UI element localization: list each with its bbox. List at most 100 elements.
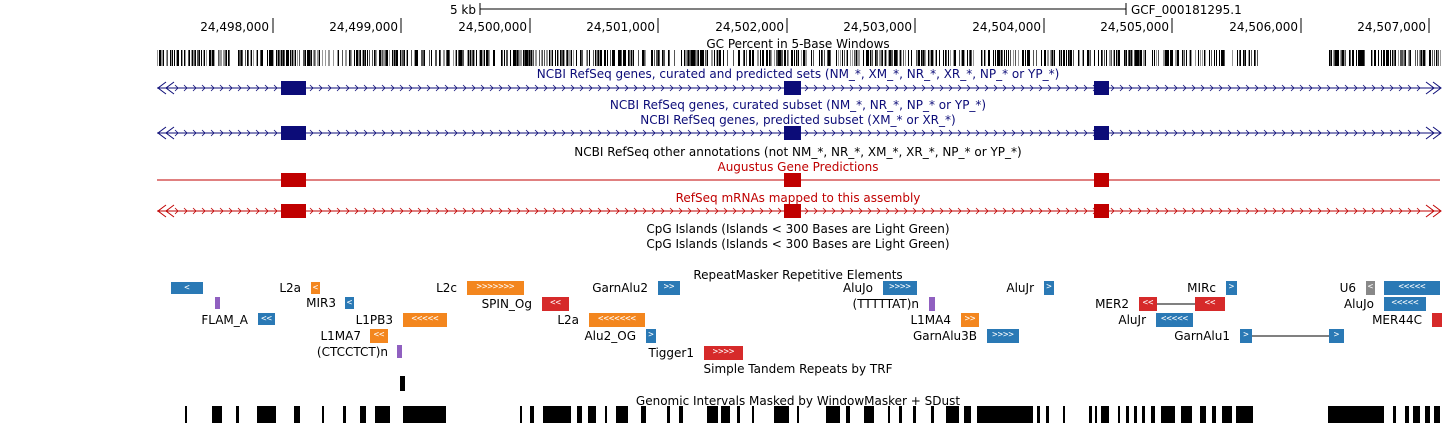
repeat-element[interactable]: <<<<<<< (589, 313, 645, 327)
repeat-label[interactable]: L1PB3 (355, 313, 393, 327)
repeat-element[interactable] (1432, 313, 1442, 327)
repeat-label[interactable]: AluJr (1006, 281, 1034, 295)
repeat-label[interactable]: L2a (557, 313, 579, 327)
repeat-label[interactable]: (TTTTTAT)n (852, 297, 919, 311)
masked-interval (752, 406, 754, 423)
gc-bar (358, 50, 359, 66)
track-title-refseq-all[interactable]: NCBI RefSeq genes, curated and predicted… (536, 67, 1060, 81)
strand-arrow (309, 207, 314, 215)
repeat-element[interactable]: << (1195, 297, 1225, 311)
repeat-element[interactable]: > (1226, 281, 1237, 295)
repeat-element[interactable]: <<<<< (403, 313, 447, 327)
repeat-label[interactable]: FLAM_A (201, 313, 248, 327)
repeat-label[interactable]: L2a (279, 281, 301, 295)
repeat-element[interactable]: >> (658, 281, 680, 295)
repeat-element[interactable]: < (1366, 281, 1375, 295)
gc-bar (1156, 50, 1157, 66)
gc-bar (738, 50, 739, 66)
gc-bar (796, 50, 797, 66)
repeat-element[interactable]: <<<<< (1384, 281, 1440, 295)
gc-bar (911, 50, 912, 66)
gc-bar (686, 50, 687, 66)
gc-bar (1164, 50, 1165, 66)
repeat-label[interactable]: MER44C (1372, 313, 1422, 327)
track-title-cpg-islands[interactable]: CpG Islands (Islands < 300 Bases are Lig… (646, 222, 950, 236)
gene-end-arrow (165, 81, 175, 95)
gc-bar (712, 50, 713, 66)
gc-bar (571, 50, 572, 66)
repeat-label[interactable]: AluJo (1343, 297, 1374, 311)
track-title-repeatmasker[interactable]: RepeatMasker Repetitive Elements (693, 268, 903, 282)
repeat-element[interactable]: >>>> (883, 281, 917, 295)
gc-bar (1331, 50, 1332, 66)
gc-bar (372, 50, 373, 66)
track-title-refseq-predicted[interactable]: NCBI RefSeq genes, predicted subset (XM_… (640, 113, 956, 127)
repeat-element[interactable]: << (542, 297, 569, 311)
repeat-element[interactable]: <<<<< (1384, 297, 1426, 311)
repeat-label[interactable]: Tigger1 (648, 346, 694, 360)
repeat-element[interactable]: > (1329, 329, 1344, 343)
gc-bar (1334, 50, 1335, 66)
repeat-label[interactable]: AluJo (842, 281, 873, 295)
repeat-element[interactable]: <<<<< (1156, 313, 1193, 327)
repeat-label[interactable]: MIR3 (306, 296, 336, 310)
repeat-label[interactable]: MER2 (1095, 297, 1129, 311)
strand-arrow (399, 84, 404, 92)
gc-bar (905, 50, 906, 66)
strand-arrow (516, 129, 521, 137)
repeat-element[interactable]: << (258, 313, 275, 325)
gc-bar (176, 50, 177, 66)
repeat-element[interactable]: < (171, 282, 203, 294)
track-title-trf[interactable]: Simple Tandem Repeats by TRF (703, 362, 893, 376)
repeat-label[interactable]: GarnAlu1 (1174, 329, 1230, 343)
gc-bar (260, 50, 261, 66)
repeat-element[interactable]: >>>> (704, 346, 743, 360)
gc-bar (507, 50, 508, 66)
repeat-label[interactable]: GarnAlu2 (592, 281, 648, 295)
repeat-label[interactable]: MIRc (1187, 281, 1216, 295)
gc-bar (1359, 50, 1360, 66)
repeat-element[interactable]: > (1044, 281, 1054, 295)
repeat-label[interactable]: GarnAlu3B (913, 329, 977, 343)
exon-block (281, 173, 306, 187)
track-title-refseq-curated[interactable]: NCBI RefSeq genes, curated subset (NM_*,… (609, 98, 987, 112)
repeat-element[interactable]: >> (961, 313, 979, 327)
repeat-element[interactable]: < (345, 297, 354, 309)
track-title-gc-percent[interactable]: GC Percent in 5-Base Windows (706, 37, 890, 51)
repeat-element[interactable] (929, 297, 935, 311)
gc-bar (858, 50, 859, 66)
repeat-element[interactable]: < (311, 282, 320, 294)
strand-arrow (1182, 84, 1187, 92)
track-title-windowmasker[interactable]: Genomic Intervals Masked by WindowMasker… (635, 394, 961, 408)
track-title-augustus[interactable]: Augustus Gene Predictions (717, 160, 879, 174)
gc-bar (1124, 50, 1125, 66)
gc-bar (204, 50, 205, 66)
repeat-label[interactable]: L1MA4 (910, 313, 951, 327)
repeat-element[interactable]: << (370, 329, 388, 343)
strand-arrow (714, 129, 719, 137)
repeat-label[interactable]: (CTCCTCT)n (316, 345, 388, 359)
track-title-refseq-other[interactable]: NCBI RefSeq other annotations (not NM_*,… (574, 145, 1022, 159)
gc-bar (1419, 50, 1420, 66)
repeat-element[interactable] (215, 297, 220, 309)
repeat-label[interactable]: U6 (1339, 281, 1356, 295)
repeat-label[interactable]: SPIN_Og (481, 297, 532, 311)
repeat-label[interactable]: AluJr (1118, 313, 1146, 327)
repeat-label[interactable]: L1MA7 (320, 329, 361, 343)
strand-arrow (1245, 129, 1250, 137)
strand-arrow (1056, 129, 1061, 137)
repeat-element[interactable]: > (646, 329, 656, 343)
repeat-element[interactable]: > (1240, 329, 1252, 343)
repeat-label[interactable]: L2c (436, 281, 457, 295)
repeat-element[interactable]: << (1139, 297, 1157, 311)
strand-arrow (975, 129, 980, 137)
repeat-element[interactable] (397, 345, 402, 358)
repeat-element[interactable]: >>>>>>> (467, 281, 524, 295)
repeat-label[interactable]: Alu2_OG (584, 329, 636, 343)
repeat-element[interactable]: >>>> (987, 329, 1019, 343)
strand-arrow (930, 207, 935, 215)
track-title-cpg-islands[interactable]: CpG Islands (Islands < 300 Bases are Lig… (646, 237, 950, 251)
track-title-refseq-mrnas[interactable]: RefSeq mRNAs mapped to this assembly (675, 191, 921, 205)
